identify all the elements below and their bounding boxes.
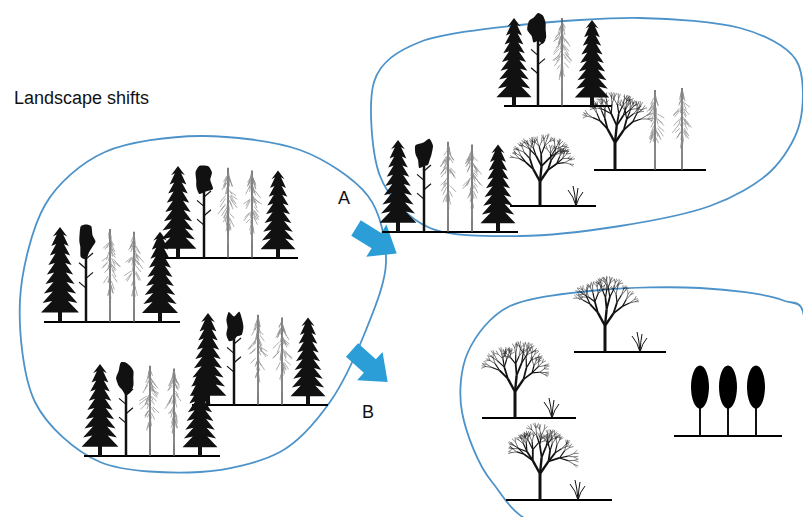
poplar-tree [691,365,709,436]
poplar-tree [719,365,737,436]
pine-tree [79,225,96,322]
ground-line [506,499,612,501]
birch-tree [647,90,665,170]
spruce-tree [291,318,326,405]
spruce-tree [82,364,119,456]
birch-tree [463,145,483,232]
birch-tree [165,369,181,456]
pine-tree [226,312,243,405]
deciduous-tree [573,276,639,352]
landscape-outline [371,18,803,236]
grass-tuft [632,332,647,352]
landscape-outline [460,287,803,517]
deciduous-tree [508,423,578,500]
deciduous-tree [510,134,575,206]
pine-tree [116,362,133,456]
birch-tree [243,171,262,258]
spruce-tree [481,145,516,232]
grass-tuft [568,186,583,206]
figure-title: Landscape shifts [14,88,149,109]
birch-tree [124,232,144,322]
landscape-outline [20,136,386,473]
spruce-tree [380,140,417,232]
poplar-tree [747,365,765,436]
ground-line [594,169,706,171]
pathway-label: A [338,188,350,209]
pine-tree [415,139,433,232]
spruce-tree [183,369,218,456]
ground-line [510,205,596,207]
shift-arrow [339,336,400,396]
birch-tree [139,366,159,456]
birch-tree [672,88,691,170]
ground-line [504,105,612,107]
birch-tree [553,18,572,106]
birch-tree [248,315,268,405]
birch-tree [218,168,237,258]
ground-line [574,351,666,353]
pine-tree [196,165,214,258]
pine-tree [527,13,546,106]
grass-tuft [544,398,559,418]
birch-tree [272,318,292,405]
birch-tree [102,229,120,322]
spruce-tree [261,171,296,258]
spruce-tree [41,227,79,322]
spruce-tree [496,18,531,106]
deciduous-tree [582,92,652,170]
ground-line [482,417,576,419]
pathway-label: B [362,402,374,423]
deciduous-tree [481,341,549,418]
grass-tuft [570,480,585,500]
birch-tree [440,142,456,232]
spruce-tree [575,20,609,106]
spruce-tree [142,232,178,322]
